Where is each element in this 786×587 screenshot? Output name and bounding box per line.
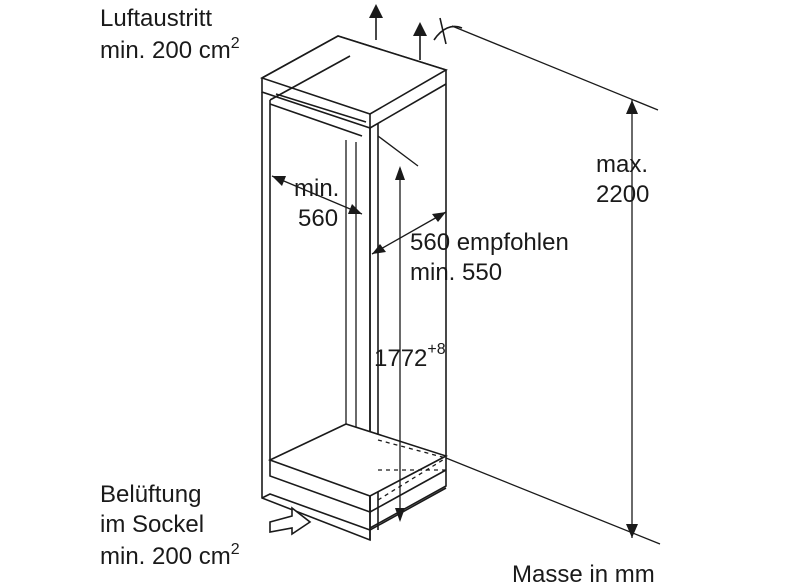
depth-dimension	[371, 135, 447, 255]
depth-label-line2: min. 550	[410, 259, 502, 286]
depth-label-line1: 560 empfohlen	[410, 229, 569, 256]
units-label: Masse in mm	[512, 561, 655, 587]
max-height-dimension	[445, 25, 661, 545]
inner-width-label-line2: 560	[298, 205, 338, 232]
height-label: 1772+8	[374, 341, 446, 372]
cabinet-top-panel	[260, 35, 448, 115]
cabinet-plinth	[261, 487, 447, 531]
inner-width-dimension	[271, 175, 363, 215]
air-outlet-value: min. 200 cm2	[100, 35, 240, 64]
max-height-label-line2: 2200	[596, 181, 649, 208]
air-outlet-title: Luftaustritt	[100, 5, 212, 32]
inner-width-label-line1: min.	[294, 175, 339, 202]
ventilation-label-line2: im Sockel	[100, 511, 204, 538]
ventilation-intake-arrow	[269, 506, 312, 536]
height-dimension	[395, 166, 405, 522]
max-height-label-line1: max.	[596, 151, 648, 178]
air-outlet-arrows	[369, 4, 463, 60]
ventilation-label-line1: Belüftung	[100, 481, 201, 508]
ventilation-label-value: min. 200 cm2	[100, 541, 240, 570]
cabinet-bottom-panel	[267, 423, 449, 497]
cabinet-niche	[260, 35, 449, 542]
